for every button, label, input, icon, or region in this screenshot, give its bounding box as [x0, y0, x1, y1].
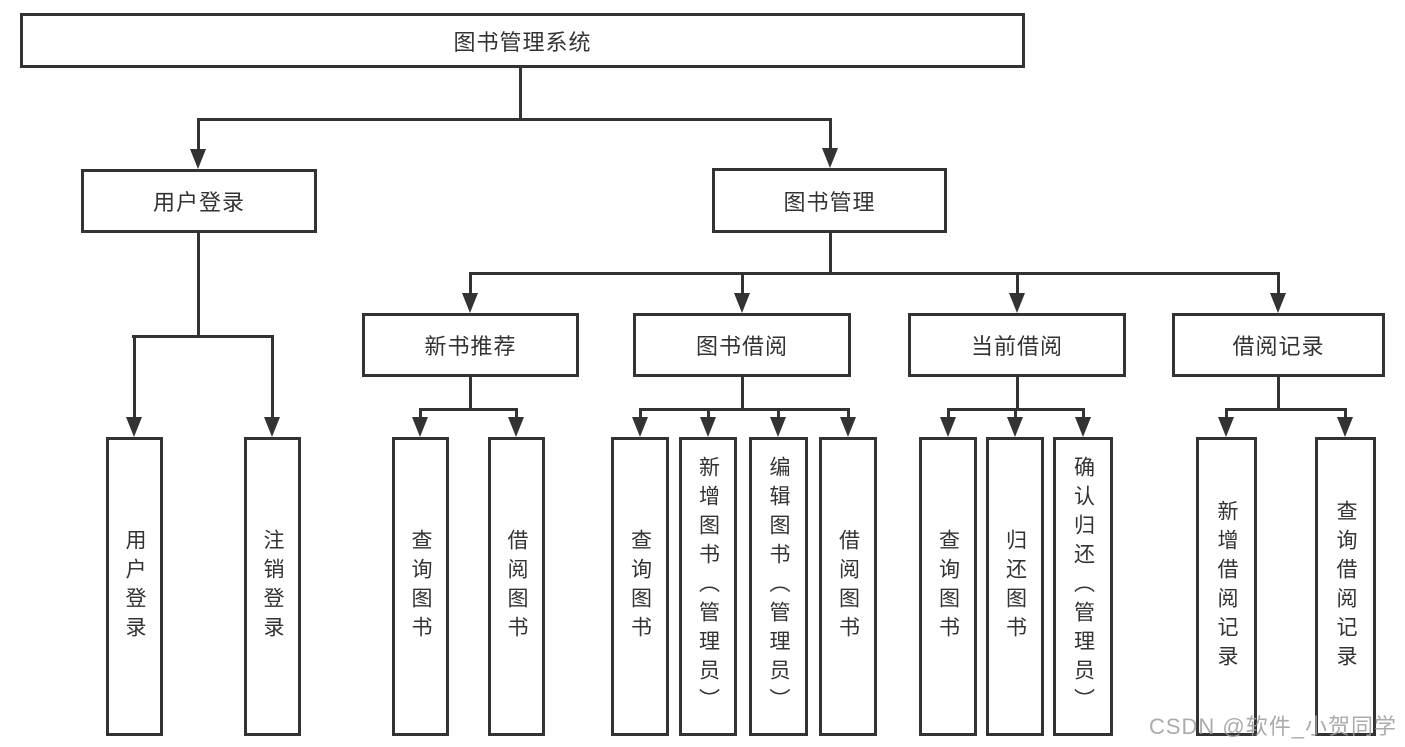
connector-line — [515, 408, 518, 421]
arrowhead-down-icon — [840, 417, 856, 437]
node-label: 当前借阅 — [970, 334, 1063, 359]
connector-line — [847, 408, 850, 421]
node-label: 用户登录 — [152, 190, 245, 215]
arrowhead-down-icon — [940, 417, 956, 437]
arrowhead-down-icon — [632, 417, 648, 437]
node-label: 查询借阅记录 — [1334, 499, 1357, 674]
connector-line — [1277, 377, 1280, 410]
node-label: 新书推荐 — [424, 334, 517, 359]
arrowhead-down-icon — [1218, 417, 1234, 437]
arrowhead-down-icon — [264, 417, 280, 437]
node-label: 图书管理系统 — [453, 29, 592, 55]
connector-line — [197, 118, 832, 121]
connector-line — [1225, 408, 1228, 421]
leaf-confirm-return-admin: 确认归还（管理员） — [1053, 437, 1113, 736]
connector-line — [1344, 408, 1347, 421]
leaf-query-books-1: 查询图书 — [392, 437, 449, 736]
arrowhead-down-icon — [1009, 293, 1025, 313]
connector-line — [419, 408, 518, 411]
arrowhead-down-icon — [508, 417, 524, 437]
arrowhead-down-icon — [1075, 417, 1091, 437]
connector-line — [197, 233, 200, 337]
arrowhead-down-icon — [126, 417, 142, 437]
connector-line — [639, 408, 642, 421]
node-label: 注销登录 — [261, 528, 284, 645]
arrowhead-down-icon — [770, 417, 786, 437]
connector-line — [271, 335, 274, 419]
leaf-add-borrow-record: 新增借阅记录 — [1196, 437, 1257, 736]
watermark: CSDN @软件_小贺同学 — [1148, 714, 1397, 739]
node-label: 确认归还（管理员） — [1071, 456, 1095, 717]
connector-line — [1082, 408, 1085, 421]
arrowhead-down-icon — [822, 148, 838, 168]
node-label: 新增借阅记录 — [1215, 499, 1238, 674]
node-label: 图书管理 — [783, 189, 876, 215]
arrowhead-down-icon — [1337, 417, 1353, 437]
connector-line — [777, 408, 780, 421]
connector-line — [469, 272, 1280, 275]
connector-line — [132, 335, 274, 338]
node-label: 归还图书 — [1003, 528, 1027, 645]
node-label: 查询图书 — [628, 528, 652, 645]
leaf-user-login: 用户登录 — [106, 437, 163, 736]
connector-line — [707, 408, 710, 421]
connector-line — [829, 118, 832, 150]
node-label: 编辑图书（管理员） — [767, 456, 790, 717]
arrowhead-down-icon — [412, 417, 428, 437]
connector-line — [519, 68, 522, 121]
connector-line — [741, 272, 744, 295]
arrowhead-down-icon — [734, 293, 750, 313]
connector-line — [419, 408, 422, 421]
connector-line — [1014, 408, 1017, 421]
connector-line — [469, 377, 472, 410]
leaf-return-books: 归还图书 — [986, 437, 1044, 736]
leaf-query-books-3: 查询图书 — [919, 437, 977, 736]
leaf-query-books-2: 查询图书 — [611, 437, 669, 736]
node-new-book-recommendation: 新书推荐 — [362, 313, 579, 377]
leaf-borrow-books-1: 借阅图书 — [488, 437, 545, 736]
connector-line — [133, 335, 136, 419]
arrowhead-down-icon — [190, 149, 206, 169]
node-label: 查询图书 — [409, 528, 432, 645]
connector-line — [1277, 272, 1280, 295]
connector-line — [1016, 272, 1019, 295]
arrowhead-down-icon — [462, 293, 478, 313]
node-label: 借阅记录 — [1232, 334, 1325, 359]
connector-line — [639, 408, 850, 411]
node-book-borrowing: 图书借阅 — [633, 313, 851, 377]
node-label: 用户登录 — [123, 528, 146, 645]
node-label: 新增图书（管理员） — [696, 456, 720, 717]
arrowhead-down-icon — [1007, 417, 1023, 437]
connector-line — [1016, 377, 1019, 410]
connector-line — [947, 408, 950, 421]
node-current-borrowing: 当前借阅 — [908, 313, 1126, 377]
leaf-logout: 注销登录 — [244, 437, 301, 736]
node-label: 图书借阅 — [695, 334, 788, 359]
connector-line — [1225, 408, 1347, 411]
node-user-login: 用户登录 — [81, 169, 317, 233]
node-borrowing-records: 借阅记录 — [1172, 313, 1385, 377]
leaf-query-borrow-record: 查询借阅记录 — [1315, 437, 1376, 736]
connector-line — [829, 233, 832, 274]
connector-line — [469, 272, 472, 295]
leaf-add-books-admin: 新增图书（管理员） — [679, 437, 737, 736]
node-label: 借阅图书 — [505, 528, 528, 645]
node-book-management: 图书管理 — [712, 168, 947, 233]
arrowhead-down-icon — [700, 417, 716, 437]
leaf-borrow-books-2: 借阅图书 — [819, 437, 877, 736]
node-label: 查询图书 — [936, 528, 960, 645]
connector-line — [197, 118, 200, 151]
node-label: 借阅图书 — [836, 528, 860, 645]
leaf-edit-books-admin: 编辑图书（管理员） — [749, 437, 808, 736]
arrowhead-down-icon — [1270, 293, 1286, 313]
connector-line — [741, 377, 744, 410]
node-library-management-system: 图书管理系统 — [20, 13, 1025, 68]
